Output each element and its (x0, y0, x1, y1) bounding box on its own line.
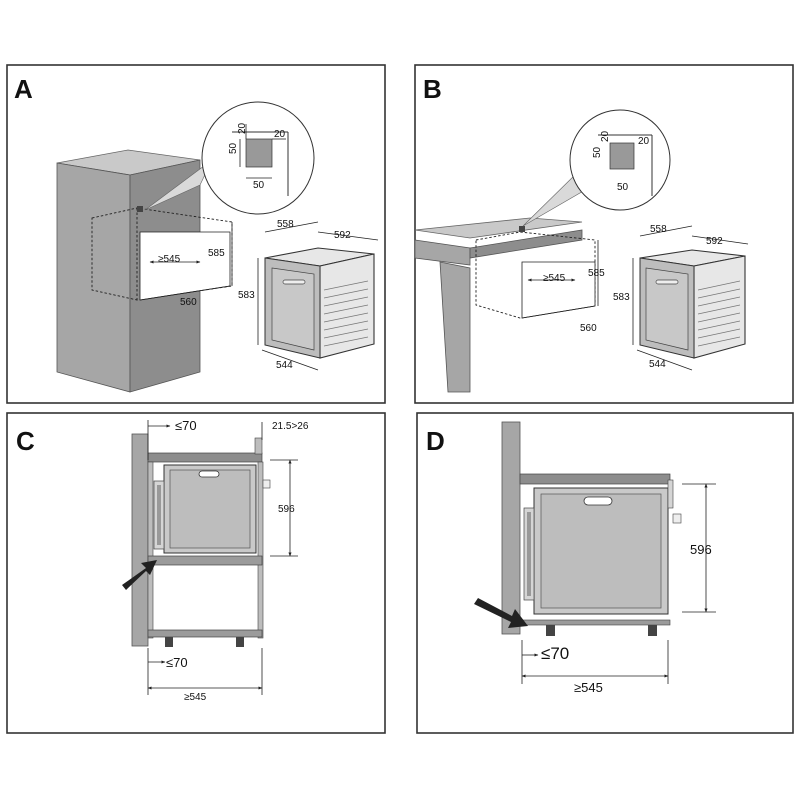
bottom-gap-c: ≤70 (166, 655, 188, 670)
detail-dim-50-left: 50 (228, 142, 239, 154)
oven-height-a: 583 (238, 290, 255, 301)
panel-a-letter: A (14, 74, 33, 104)
cutout-mark (137, 206, 143, 212)
detail-dim-20-right: 20 (274, 129, 286, 140)
detail-dim-50-bottom: 50 (253, 180, 265, 191)
oven-width-b: 558 (650, 224, 667, 235)
panel-c-letter: C (16, 426, 35, 456)
oven-base-a: 544 (276, 360, 293, 371)
niche-height-a: 585 (208, 248, 225, 259)
oven-base-b: 544 (649, 359, 666, 370)
arrow-pointer-d (474, 598, 528, 628)
niche-depth-a: 560 (180, 297, 197, 308)
detail-dim-20-right-b: 20 (638, 136, 650, 147)
detail-magnifier-a: 20 20 50 50 (144, 101, 315, 215)
panel-d-letter: D (426, 426, 445, 456)
detail-dim-20-top: 20 (237, 122, 248, 134)
depth-c: ≥545 (184, 692, 207, 703)
oven-d (523, 479, 682, 615)
panel-d: D 596 ≤70 ≥545 (416, 412, 794, 734)
panel-b-letter: B (423, 74, 442, 104)
panel-c: C ≤70 21.5>26 596 (6, 412, 386, 734)
depth-d: ≥545 (574, 680, 603, 695)
oven-height-b: 583 (613, 292, 630, 303)
detail-dim-50-left-b: 50 (592, 146, 603, 158)
niche-width-a: ≥545 (158, 254, 181, 265)
oven-depth-a: 592 (334, 230, 351, 241)
detail-dim-50-bottom-b: 50 (617, 182, 629, 193)
flange-c: 21.5>26 (272, 421, 309, 432)
oven-depth-b: 592 (706, 236, 723, 247)
oven-width-a: 558 (277, 219, 294, 230)
cutout-mark-b (519, 226, 525, 232)
worktop-d (519, 473, 671, 485)
worktop-cabinet (414, 217, 596, 393)
panel-b: B 20 20 50 50 ≥545 585 560 (414, 64, 794, 404)
oven-c (153, 464, 271, 554)
panel-a: A 20 20 50 50 (6, 64, 386, 404)
niche-width-b: ≥545 (543, 273, 566, 284)
tall-cabinet (56, 149, 233, 393)
arrow-pointer-c (122, 560, 157, 590)
detail-dim-20-top-b: 20 (600, 130, 611, 142)
niche-depth-b: 560 (580, 323, 597, 334)
oven-a (264, 247, 375, 359)
niche-height-b: 585 (588, 268, 605, 279)
wall-d (501, 421, 521, 635)
detail-magnifier-b: 20 20 50 50 (522, 109, 671, 227)
height-c: 596 (278, 504, 295, 515)
wall-c (131, 433, 149, 647)
bottom-gap-d: ≤70 (541, 644, 569, 663)
oven-b (639, 249, 746, 359)
top-gap-c: ≤70 (175, 418, 197, 433)
height-d: 596 (690, 542, 712, 557)
